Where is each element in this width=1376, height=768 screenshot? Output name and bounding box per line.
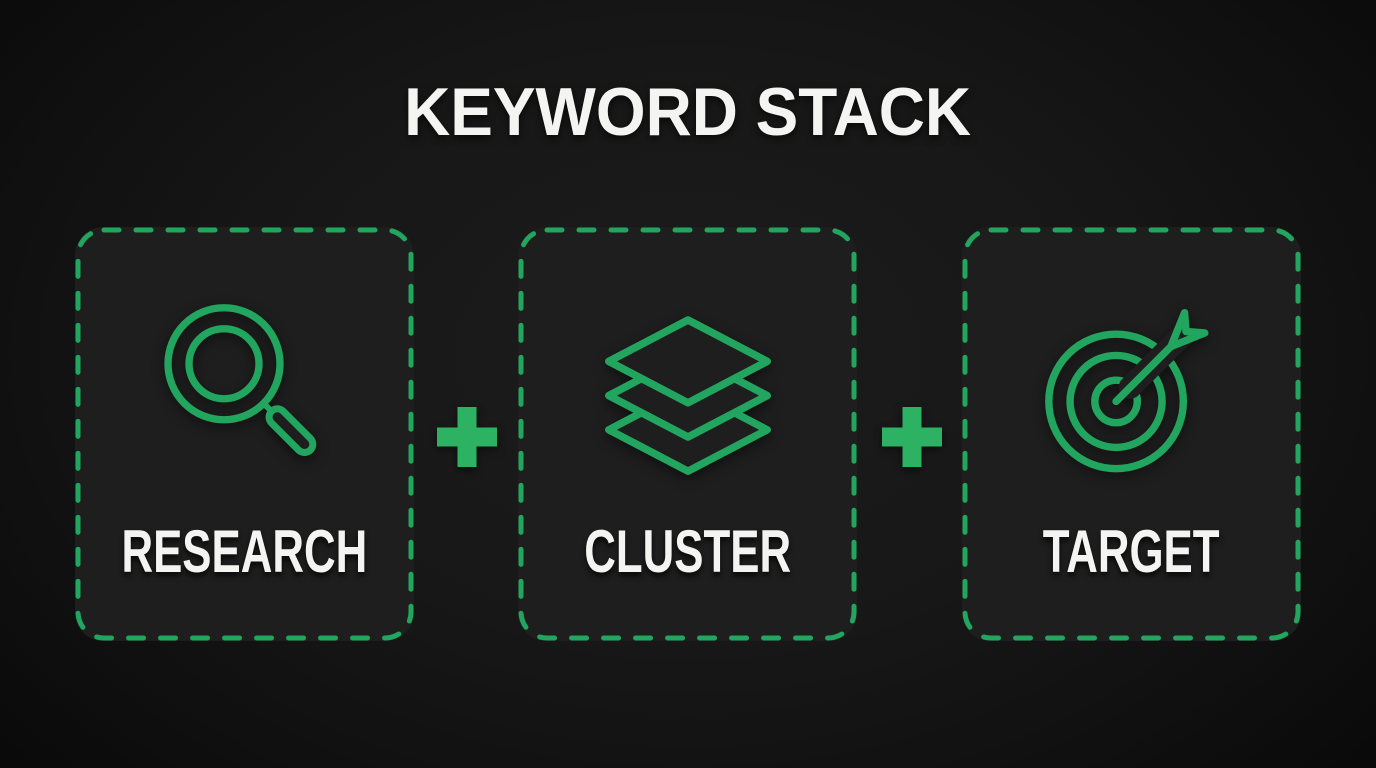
plus-icon — [881, 406, 943, 468]
card-label: RESEARCH — [121, 518, 368, 585]
search-icon — [163, 304, 316, 457]
card-target: TARGET — [962, 227, 1301, 641]
card-research: RESEARCH — [75, 227, 414, 641]
dashed-border — [75, 227, 414, 641]
layers-icon — [604, 316, 771, 475]
card-label: CLUSTER — [584, 518, 791, 585]
plus-icon — [436, 406, 498, 468]
dashed-border — [518, 227, 857, 641]
dashed-border — [962, 227, 1301, 641]
card-label: TARGET — [1043, 518, 1220, 585]
card-cluster: CLUSTER — [518, 227, 857, 641]
page-title: KEYWORD STACK — [0, 78, 1376, 146]
target-icon — [1044, 309, 1208, 473]
page-title-text: KEYWORD STACK — [404, 74, 972, 150]
